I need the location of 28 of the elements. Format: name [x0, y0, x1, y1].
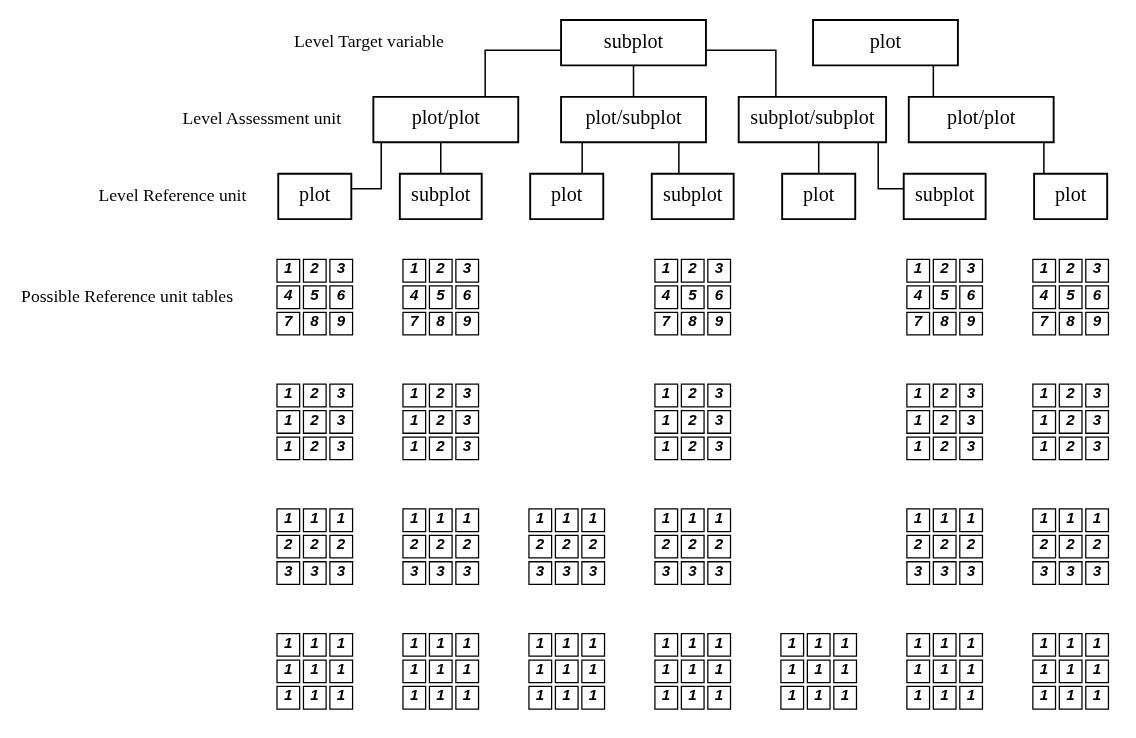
node-box: plot — [1033, 172, 1109, 221]
connector — [632, 65, 635, 98]
label: Level Reference unit — [98, 185, 247, 206]
node-box: subplot — [398, 172, 483, 221]
label: Level Target variable — [294, 31, 444, 52]
node-box: plot/plot — [907, 95, 1055, 144]
connector — [705, 49, 777, 98]
node-box: subplot — [902, 172, 987, 221]
node-box: subplot — [560, 19, 707, 67]
connector — [1043, 141, 1045, 175]
node-box: plot/subplot — [560, 95, 707, 144]
node-box: plot — [812, 19, 959, 67]
connector — [484, 49, 562, 98]
connector — [817, 141, 820, 175]
node-box: plot — [529, 172, 605, 221]
connector — [877, 141, 905, 190]
node-box: subplot — [650, 172, 735, 221]
label: Possible Reference unit tables — [21, 285, 234, 306]
node-box: plot/plot — [372, 95, 520, 144]
label: Level Assessment unit — [182, 108, 342, 129]
connector — [581, 141, 583, 175]
connector — [350, 141, 382, 190]
node-box: plot — [781, 172, 857, 221]
connector — [678, 141, 680, 175]
connector — [440, 141, 442, 175]
node-box: plot — [277, 172, 353, 221]
node-box: subplot/subplot — [737, 95, 888, 144]
connector — [932, 65, 935, 98]
